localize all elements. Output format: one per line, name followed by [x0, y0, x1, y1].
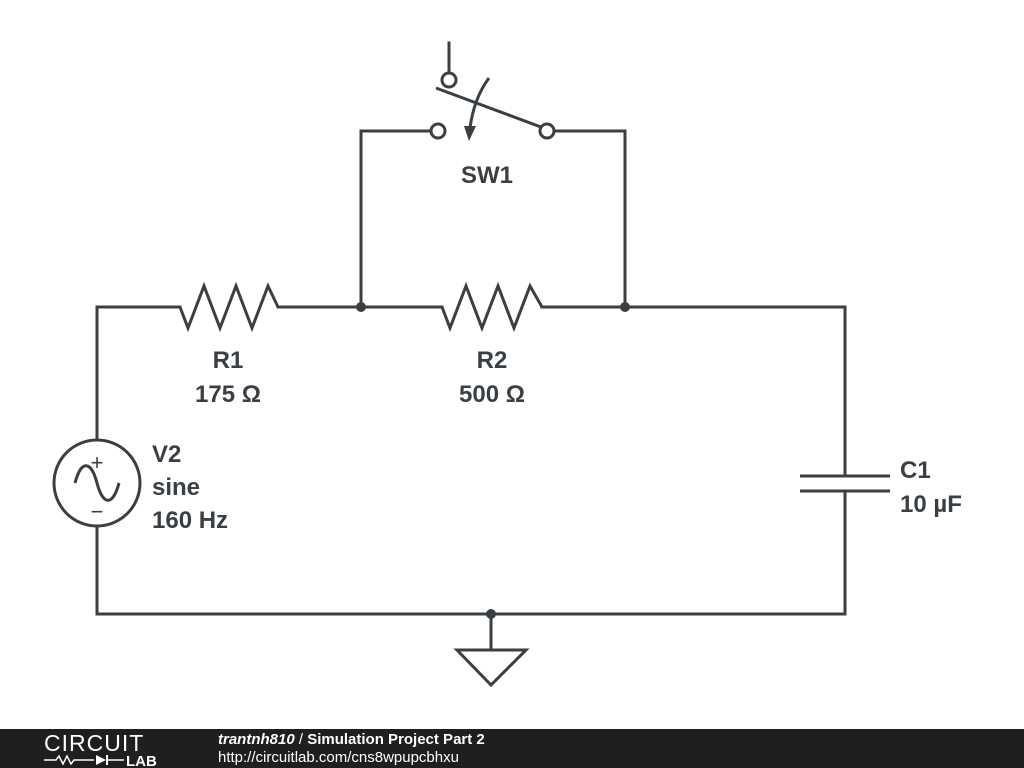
voltage-source-v2[interactable]: + − V2 sine 160 Hz — [52, 438, 228, 534]
logo-text-bottom: LAB — [126, 753, 157, 767]
junction-dot — [620, 302, 630, 312]
junction-dot — [356, 302, 366, 312]
logo-text-top: CIRCUIT — [44, 731, 144, 756]
switch-blade — [435, 86, 542, 129]
wire-left-top — [95, 305, 182, 442]
source-frequency: 160 Hz — [152, 507, 228, 534]
author-link[interactable]: trantnh810 — [218, 731, 295, 748]
footer-title-line: trantnh810 / Simulation Project Part 2 — [218, 731, 485, 748]
capacitor-c1[interactable]: C1 10 µF — [800, 457, 962, 518]
wire-switch-right — [553, 129, 627, 309]
resistor-r2-name: R2 — [477, 347, 508, 374]
capacitor-value: 10 µF — [900, 491, 962, 518]
switch-terminal-left — [429, 122, 447, 140]
resistor-r1-zigzag — [178, 281, 280, 333]
resistor-r1-name: R1 — [213, 347, 244, 374]
switch-terminal-top — [440, 71, 458, 89]
resistor-r1[interactable]: R1 175 Ω — [178, 281, 280, 408]
switch-arrow-head — [464, 126, 476, 141]
source-type: sine — [152, 474, 200, 501]
footer-bar: CIRCUIT LAB trantnh810 / Simulation Proj… — [0, 729, 1024, 768]
switch-arrow-arc — [468, 77, 491, 129]
junctions — [356, 302, 630, 619]
wire-bottom — [95, 524, 847, 616]
sine-wave-icon — [73, 464, 121, 502]
title-separator: / — [294, 731, 308, 748]
switch-terminal-right — [538, 122, 556, 140]
source-minus-sign: − — [91, 499, 104, 524]
source-circle — [52, 438, 142, 528]
circuitlab-logo[interactable]: CIRCUIT LAB — [44, 731, 174, 767]
ground-symbol — [453, 648, 530, 688]
switch-sw1[interactable]: SW1 — [429, 71, 556, 189]
resistor-r2[interactable]: R2 500 Ω — [440, 281, 544, 408]
circuit-schematic: SW1 R1 175 Ω R2 500 Ω + − V2 sine 160 Hz… — [52, 41, 962, 688]
logo-diode-icon — [96, 755, 106, 765]
project-url-link[interactable]: http://circuitlab.com/cns8wpupcbhxu — [218, 749, 459, 766]
capacitor-name: C1 — [900, 457, 931, 484]
source-plus-sign: + — [91, 450, 104, 475]
wires — [95, 41, 847, 652]
resistor-r2-zigzag — [440, 281, 544, 333]
switch-label: SW1 — [461, 162, 513, 189]
wire-switch-left — [359, 129, 433, 309]
resistor-r2-value: 500 Ω — [459, 381, 525, 408]
ground-icon — [453, 648, 530, 688]
logo-resistor-icon — [44, 754, 94, 766]
project-title[interactable]: Simulation Project Part 2 — [307, 731, 485, 748]
source-name: V2 — [152, 441, 181, 468]
junction-dot — [486, 609, 496, 619]
resistor-r1-value: 175 Ω — [195, 381, 261, 408]
